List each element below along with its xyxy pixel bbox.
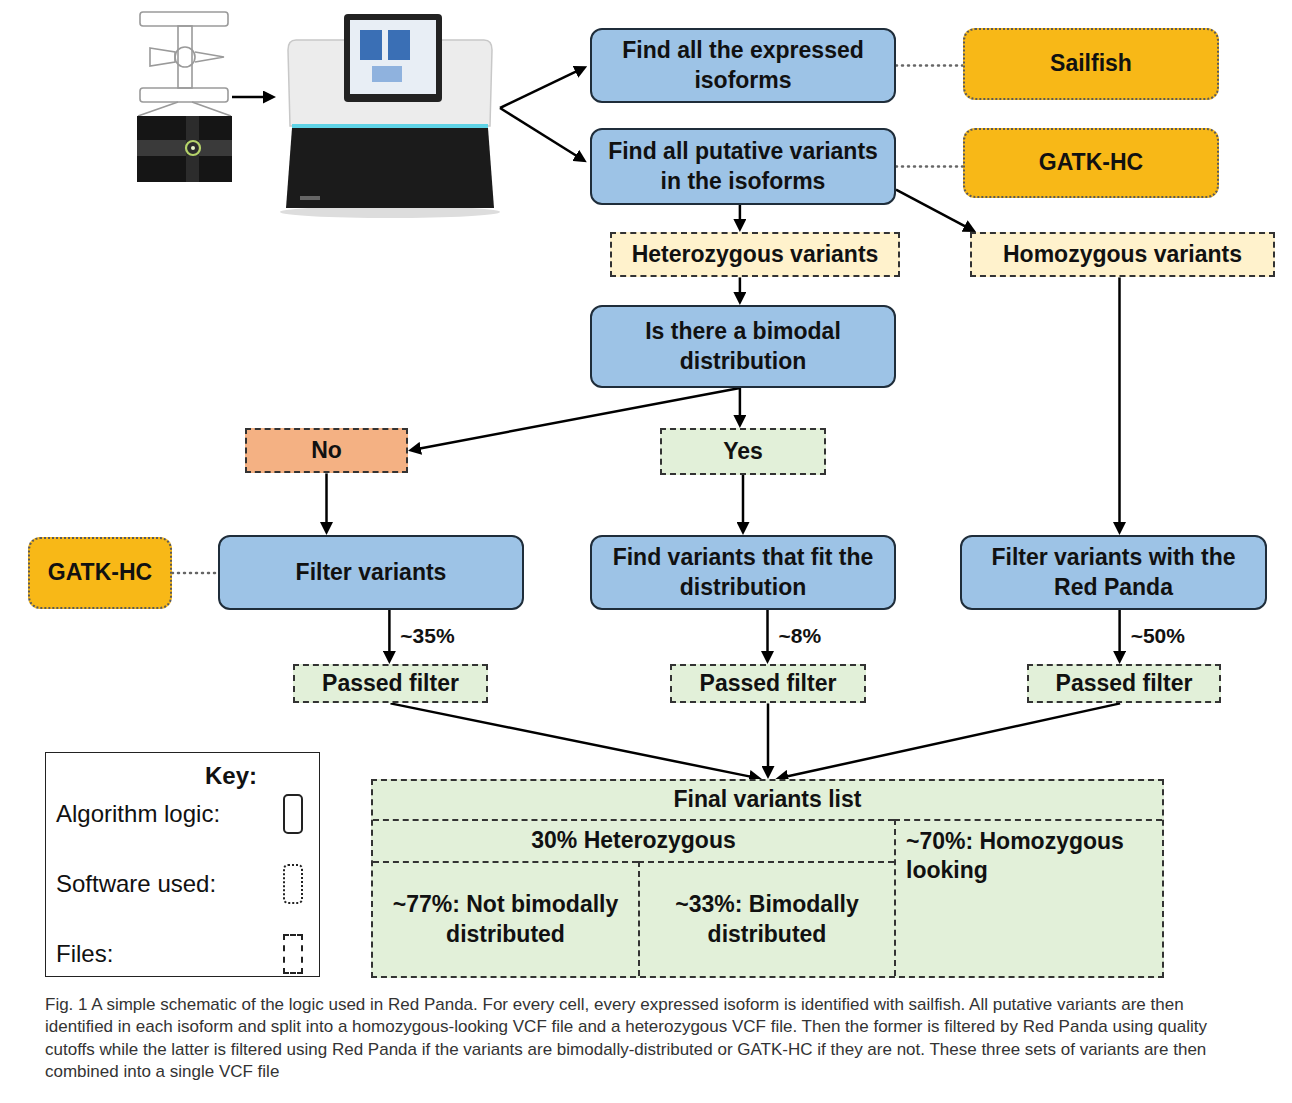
connector — [739, 205, 742, 224]
file-box: Homozygous variants — [970, 232, 1275, 277]
connector — [739, 277, 742, 297]
result-box: Passed filter — [293, 664, 488, 703]
connector — [739, 388, 742, 420]
legend-sample — [283, 794, 303, 834]
connector — [388, 610, 391, 656]
edge-label: ~35% — [398, 623, 456, 650]
process-box: Is there a bimodal distribution — [590, 305, 896, 388]
connector — [1118, 277, 1121, 527]
table-cell: 30% Heterozygous — [373, 819, 894, 861]
node-text: GATK-HC — [1039, 148, 1143, 177]
connector — [896, 190, 969, 229]
process-box: Find all putative variants in the isofor… — [590, 128, 896, 205]
connector — [766, 610, 769, 656]
node-text: Passed filter — [1056, 669, 1193, 698]
connector — [391, 703, 755, 777]
node-text: Filter variants with the Red Panda — [972, 543, 1255, 602]
final-list-box: Final variants list 30% Heterozygous ~77%:… — [371, 779, 1164, 978]
connector — [172, 572, 218, 575]
node-text: Find all the expressed isoforms — [602, 36, 884, 95]
node-text: Find all putative variants in the isofor… — [602, 137, 884, 196]
result-box: Passed filter — [670, 664, 866, 703]
legend-row: Software used: — [56, 861, 303, 907]
table-cell: ~33%: Bimodally distributed — [638, 861, 894, 976]
cell-photo — [137, 116, 232, 182]
result-box: Yes — [660, 428, 826, 475]
connector — [767, 703, 770, 771]
node-text: Heterozygous variants — [632, 240, 879, 269]
flow-arrows — [232, 70, 580, 158]
node-text: No — [311, 436, 342, 465]
legend-heading: Key: — [205, 761, 257, 792]
software-box: Sailfish — [963, 28, 1219, 100]
node-text: Filter variants — [296, 558, 447, 587]
legend-text: Software used: — [56, 869, 216, 900]
file-box: Heterozygous variants — [610, 232, 900, 277]
legend-text: Files: — [56, 939, 113, 970]
legend-sample — [283, 864, 303, 904]
node-text: Is there a bimodal distribution — [602, 317, 884, 376]
node-text: Find variants that fit the distribution — [602, 543, 884, 602]
node-text: Final variants list — [674, 785, 862, 814]
software-box: GATK-HC — [28, 537, 172, 609]
connector — [783, 703, 1120, 777]
percent-label: ~50% — [1131, 623, 1185, 650]
table-cell: ~70%: Homozygous looking — [894, 819, 1162, 976]
percent-label: ~35% — [400, 623, 454, 650]
software-box: GATK-HC — [963, 128, 1219, 198]
process-box: Find all the expressed isoforms — [590, 28, 896, 103]
connector — [896, 165, 963, 168]
percent-label: ~8% — [778, 623, 821, 650]
caption-text: Fig. 1 A simple schematic of the logic u… — [45, 994, 1255, 1084]
process-box: Filter variants — [218, 535, 524, 610]
legend-box: Key: Algorithm logic: Software used: Files: — [45, 752, 320, 977]
node-text: Yes — [723, 437, 763, 466]
table-cell: ~77%: Not bimodally distributed — [373, 861, 638, 976]
edge-label: ~50% — [1129, 623, 1187, 650]
figure-caption: Fig. 1 A simple schematic of the logic u… — [45, 994, 1255, 1084]
node-text: ~70%: Homozygous looking — [906, 827, 1152, 886]
node-text: Passed filter — [322, 669, 459, 698]
process-box: Find variants that fit the distribution — [590, 535, 896, 610]
legend-sample — [283, 934, 303, 974]
connector — [325, 473, 328, 527]
no-box: No — [245, 428, 408, 473]
node-text: 30% Heterozygous — [531, 826, 736, 855]
legend-text: Algorithm logic: — [56, 799, 220, 830]
result-box: Passed filter — [1027, 664, 1221, 703]
sequencer-machine — [280, 14, 500, 218]
legend-title: Key: — [205, 761, 257, 792]
node-text: Sailfish — [1050, 49, 1132, 78]
node-text: Homozygous variants — [1003, 240, 1242, 269]
legend-row: Algorithm logic: — [56, 791, 303, 837]
connector — [896, 64, 963, 67]
chip-schematic — [138, 12, 231, 116]
process-box: Filter variants with the Red Panda — [960, 535, 1267, 610]
legend-row: Files: — [56, 931, 303, 977]
edge-label: ~8% — [776, 623, 823, 650]
table-header: Final variants list — [373, 781, 1162, 819]
node-text: Passed filter — [700, 669, 837, 698]
node-text: ~77%: Not bimodally distributed — [381, 890, 630, 949]
connector — [742, 475, 745, 527]
connector — [1118, 610, 1121, 656]
node-text: ~33%: Bimodally distributed — [648, 890, 886, 949]
node-text: GATK-HC — [48, 558, 152, 587]
